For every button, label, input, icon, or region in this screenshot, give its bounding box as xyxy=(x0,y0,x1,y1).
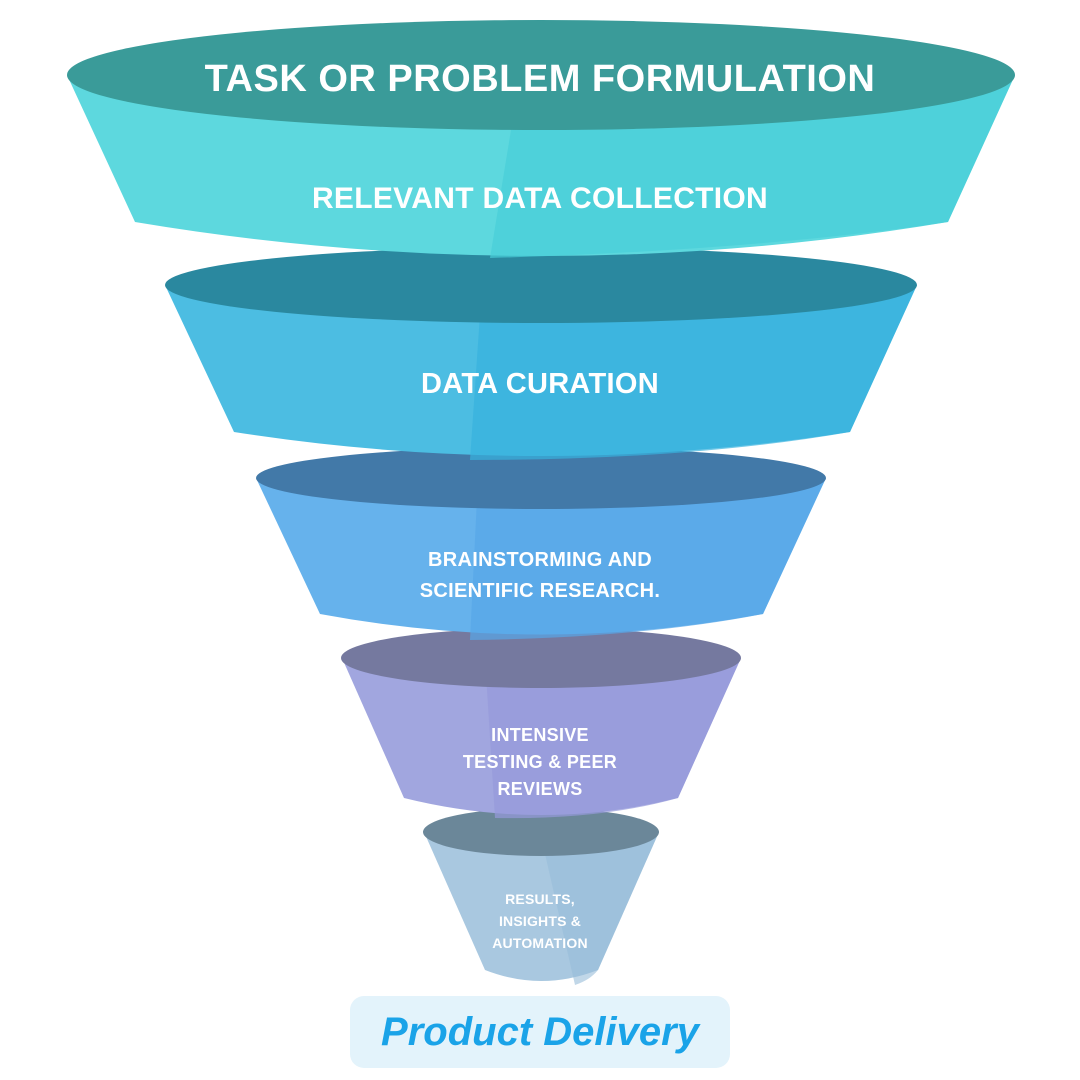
stage-results-line: INSIGHTS & xyxy=(498,913,582,929)
stage-testing-line: TESTING & PEER xyxy=(462,752,618,772)
funnel-tier-2 xyxy=(165,247,917,460)
stage-brainstorming-label: BRAINSTORMING AND SCIENTIFIC RESEARCH. xyxy=(0,545,1080,607)
stage-brainstorming-line: SCIENTIFIC RESEARCH. xyxy=(419,580,661,602)
stage-testing-line: REVIEWS xyxy=(497,779,583,799)
product-delivery-badge: Product Delivery xyxy=(350,996,730,1068)
stage-results-line: AUTOMATION xyxy=(492,935,588,951)
stage-task-formulation-label: TASK OR PROBLEM FORMULATION xyxy=(204,58,876,100)
funnel-tier-5 xyxy=(423,808,659,985)
funnel-tier-1 xyxy=(67,20,1015,258)
stage-results-line: RESULTS, xyxy=(505,891,575,907)
stage-testing-line: INTENSIVE xyxy=(491,725,589,745)
stage-brainstorming-line: BRAINSTORMING AND xyxy=(428,549,652,571)
stage-testing-label: INTENSIVE TESTING & PEER REVIEWS xyxy=(0,722,1080,803)
funnel-tier-3 xyxy=(256,447,826,640)
stage-data-collection-label: RELEVANT DATA COLLECTION xyxy=(311,182,769,215)
product-delivery-label: Product Delivery xyxy=(381,1009,699,1054)
stage-data-curation-label: DATA CURATION xyxy=(420,368,659,400)
stage-results-label: RESULTS, INSIGHTS & AUTOMATION xyxy=(0,888,1080,954)
funnel-tier-4 xyxy=(341,628,741,819)
